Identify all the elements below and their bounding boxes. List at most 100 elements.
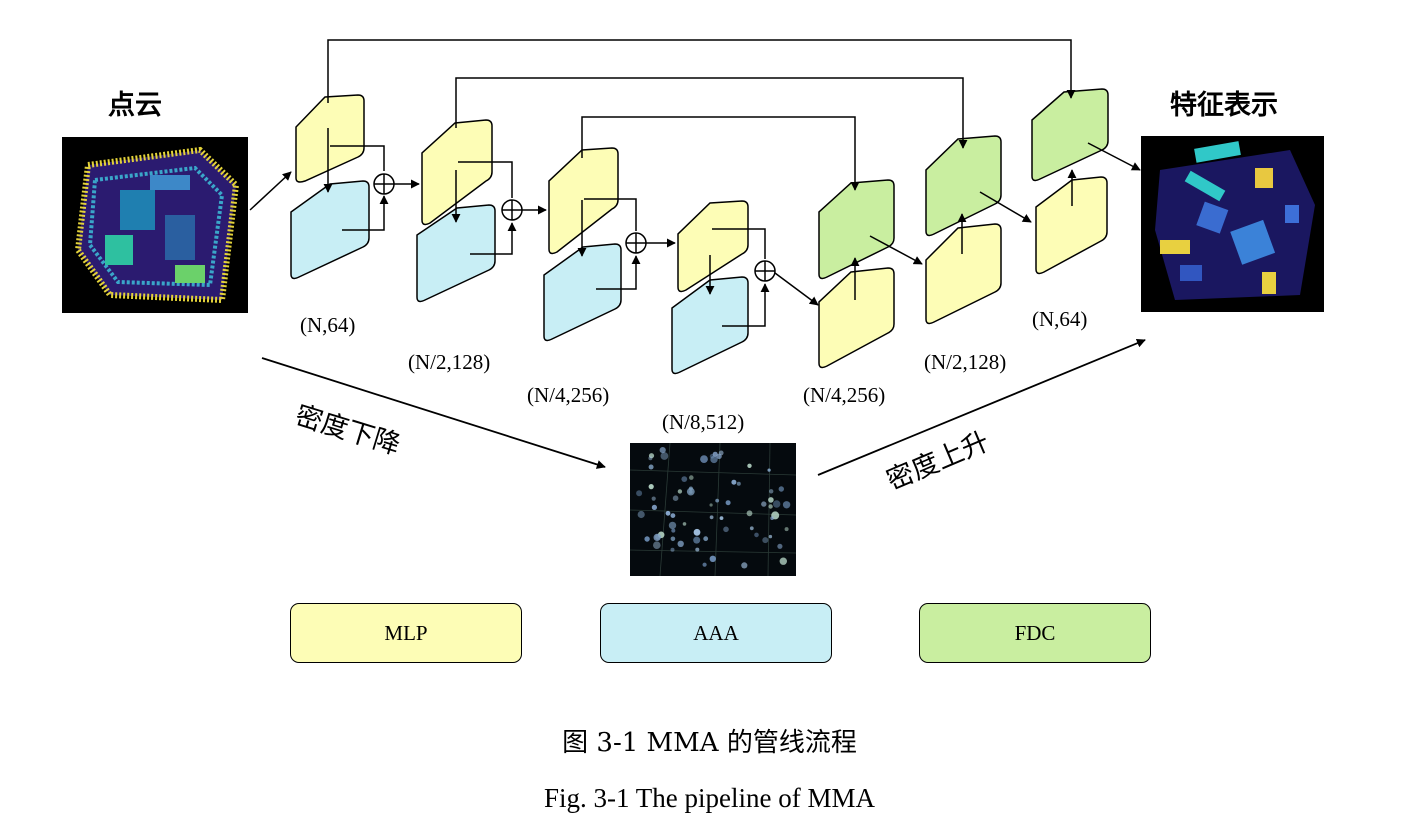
dim-label-dec2: (N/2,128) [924,350,1007,374]
input-point-cloud-image [62,137,248,313]
sum-node-enc3 [625,232,647,254]
sparse-point [703,536,709,542]
sparse-point [693,528,701,536]
sparse-point [655,533,662,540]
sparse-point [712,451,718,457]
sparse-point [677,540,684,547]
output-feature-image [1141,136,1324,312]
legend-fdc-label: FDC [1014,620,1056,645]
sparse-point [648,453,655,459]
sparse-point [715,498,720,503]
sparse-point [648,464,654,470]
sparse-point [686,487,695,496]
mlp-block-enc3 [548,147,619,255]
sparse-point [651,504,658,510]
output-label: 特征表示 [1170,90,1278,121]
sparse-point [777,543,783,549]
dim-label-dec1: (N/4,256) [803,383,886,407]
sparse-point [761,501,767,507]
sparse-point [773,500,781,508]
sparse-point [716,453,722,459]
sparse-point [741,562,748,569]
sparse-point [637,510,645,519]
sparse-point [648,456,653,461]
sparse-point [768,534,773,539]
aaa-block-enc2 [416,204,496,303]
sparse-point [747,463,752,468]
sparse-point [769,489,774,494]
sparse-point [670,513,676,518]
aaa-block-enc1 [290,180,370,280]
sparse-point [693,536,701,544]
legend-aaa: AAA [600,603,832,663]
sparse-point [668,521,677,530]
sparse-point [770,516,774,520]
sparse-point [653,541,661,549]
mlp-block-enc1 [295,94,365,183]
skip-connections [327,39,1076,191]
upsample-arrow [817,338,1146,476]
sparse-point [762,537,769,544]
sparse-point [709,515,714,520]
sparse-point [644,536,650,542]
sparse-point [746,510,753,517]
mlp-block-enc4 [677,200,749,293]
sparse-point [702,562,707,567]
mlp-block-dec2 [925,223,1002,325]
legend-fdc: FDC [919,603,1151,663]
legend-mlp-label: MLP [384,620,428,645]
sparse-point [768,497,774,503]
sum-node-enc2 [501,199,523,221]
sparse-point [659,447,666,454]
mlp-block-dec1 [818,267,895,369]
sparse-point [723,526,729,533]
sparse-point [725,500,731,506]
mlp-block-enc2 [421,119,493,226]
sparse-point [695,547,700,552]
sparse-point [665,510,671,516]
fdc-block-dec2 [925,135,1002,237]
sparse-point [749,526,754,531]
aaa-block-enc4 [671,276,749,375]
sparse-point [767,468,771,472]
sparse-point [660,452,669,460]
sparse-point [709,555,716,562]
aaa-block-enc3 [543,243,622,342]
dim-label-enc3: (N/4,256) [527,383,610,407]
sparse-point [710,455,718,464]
sparse-point [677,489,683,494]
sparse-point [779,557,787,565]
sparse-point [670,536,676,542]
mlp-block-dec3 [1035,176,1108,275]
sparse-point [754,532,759,538]
sparse-point [636,490,643,497]
legend-aaa-label: AAA [693,620,739,645]
sparse-point [709,503,713,507]
sparse-point [681,476,688,482]
dim-label-enc2: (N/2,128) [408,350,491,374]
sparse-point [651,496,656,501]
caption-zh: 图 3-1 MMA 的管线流程 [562,728,857,758]
dim-label-enc4: (N/8,512) [662,410,745,434]
sum-node-enc4 [754,260,776,282]
caption-en: Fig. 3-1 The pipeline of MMA [544,783,875,813]
sparse-point [731,479,737,485]
downsample-arrow [261,357,606,469]
dim-label-dec3: (N,64) [1032,307,1088,331]
sparse-point [689,475,694,480]
sparse-point [778,486,784,492]
bottleneck-sparse-points-image [629,442,797,577]
legend-mlp: MLP [290,603,522,663]
sparse-point [736,481,741,486]
fdc-block-dec3 [1031,88,1109,182]
sparse-point [670,547,675,552]
fdc-block-dec1 [818,179,895,280]
sparse-point [672,495,679,502]
input-label: 点云 [108,90,162,121]
sum-node-enc1 [373,173,395,195]
sum-nodes [373,173,776,282]
sparse-point [784,527,789,532]
sparse-point [719,516,724,520]
sparse-point [768,504,773,509]
